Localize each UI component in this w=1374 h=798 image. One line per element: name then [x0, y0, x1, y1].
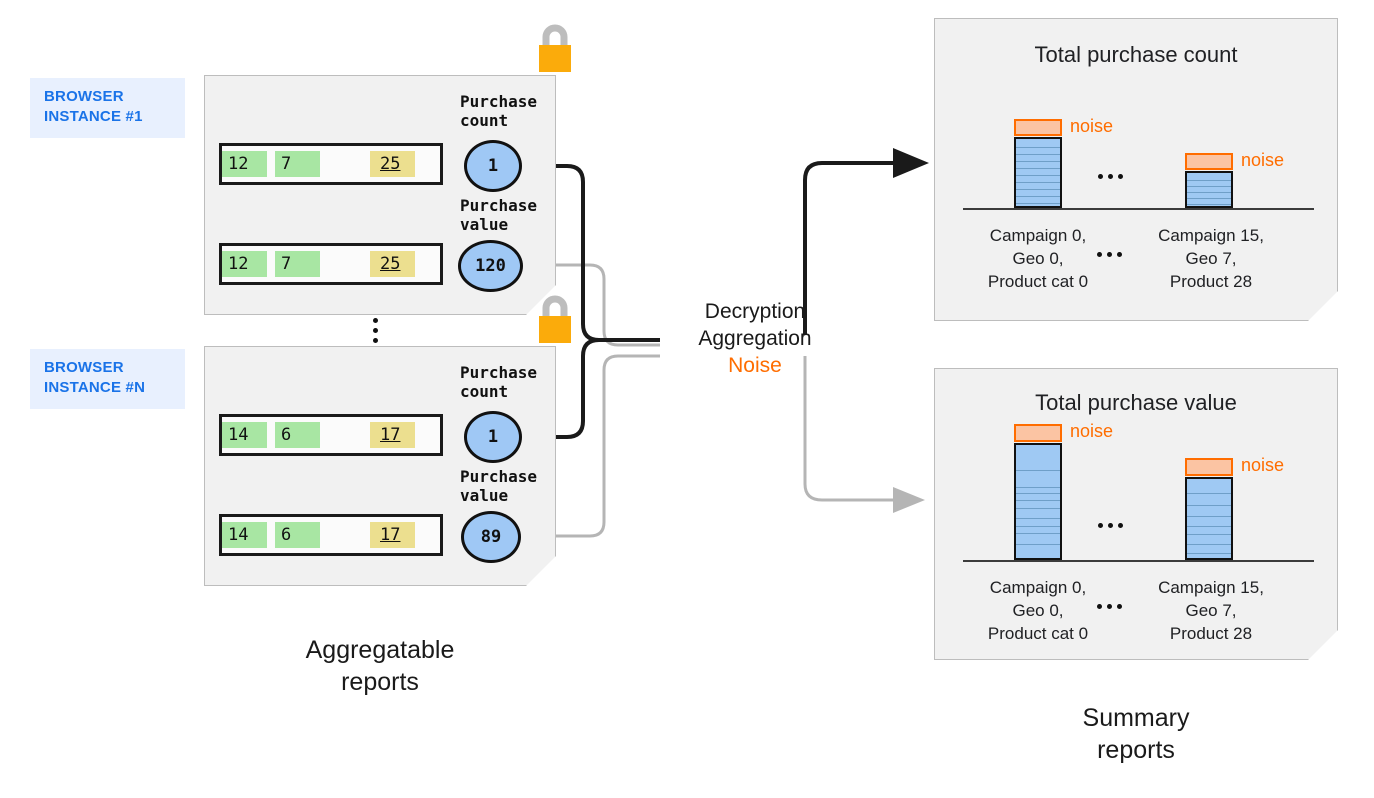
bar-value-1: [1185, 477, 1233, 560]
report-row: 14 6 17: [219, 414, 443, 456]
summary-panel-purchase-count: [934, 18, 1338, 321]
noise-bar-value-0: [1014, 424, 1062, 442]
report-row: 14 6 17: [219, 514, 443, 556]
report-cell-gap-b: [320, 522, 370, 548]
report-row: 12 7 25: [219, 243, 443, 285]
report-cell-campaign: 14: [222, 422, 267, 448]
report-cell-value: 17: [370, 522, 415, 548]
report-cell-geo: 7: [275, 251, 320, 277]
noise-label-count-1: noise: [1241, 150, 1285, 170]
chart-ellipsis-count-labels: [1097, 252, 1122, 257]
noise-bar-count-1: [1185, 153, 1233, 170]
chart-axis-value: [963, 560, 1314, 562]
decryption-label: Decryption: [704, 300, 806, 323]
chart-ellipsis-count-bars: [1098, 174, 1123, 179]
report-cell-geo: 7: [275, 151, 320, 177]
noise-label-value-0: noise: [1070, 421, 1114, 441]
report-cell-value: 25: [370, 151, 415, 177]
noise-bar-count-0: [1014, 119, 1062, 136]
report-cell-gap-a: [267, 522, 275, 548]
report-cell-value: 17: [370, 422, 415, 448]
report-cell-gap-b: [320, 151, 370, 177]
output-arrow-value-head: [893, 487, 925, 513]
metric-bubble-purchase-count: 1: [464, 411, 522, 463]
chart-category-label-count-0: Campaign 0, Geo 0, Product cat 0: [987, 226, 1089, 291]
caption-summary-reports: Summary reports: [1082, 704, 1190, 764]
decryption-aggregation-noise-label: Decryption Aggregation Noise: [660, 298, 850, 379]
output-arrow-value-line: [803, 356, 895, 502]
chart-category-label-value-0: Campaign 0, Geo 0, Product cat 0: [987, 578, 1089, 643]
noise-label-count-0: noise: [1070, 116, 1114, 136]
value-connector-instance-n: [516, 354, 660, 538]
report-cell-gap-a: [267, 251, 275, 277]
metric-label-purchase-count: Purchase count: [460, 363, 538, 401]
metric-label-purchase-count: Purchase count: [460, 92, 538, 130]
metric-bubble-purchase-count: 1: [464, 140, 522, 192]
report-cell-campaign: 12: [222, 151, 267, 177]
metric-bubble-purchase-value: 120: [458, 240, 523, 292]
noise-bar-value-1: [1185, 458, 1233, 476]
output-arrow-count-head: [893, 148, 929, 178]
chart-category-label-value-1: Campaign 15, Geo 7, Product 28: [1158, 578, 1264, 643]
report-cell-campaign: 14: [222, 522, 267, 548]
chart-category-label-count-1: Campaign 15, Geo 7, Product 28: [1158, 226, 1264, 291]
summary-panel-purchase-value: [934, 368, 1338, 660]
value-connector-instance-1: [523, 263, 660, 347]
instances-ellipsis: [373, 318, 378, 343]
browser-instance-n-chip: BROWSER INSTANCE #N: [30, 349, 185, 409]
noise-label-value-1: noise: [1241, 455, 1285, 475]
count-connector-instance-n: [523, 338, 660, 439]
metric-label-purchase-value: Purchase value: [460, 467, 538, 505]
lock-icon: [539, 295, 571, 343]
bar-count-1: [1185, 171, 1233, 208]
chart-title-purchase-count: Total purchase count: [1034, 42, 1238, 67]
output-arrow-count-line: [803, 161, 895, 335]
report-cell-gap-a: [267, 422, 275, 448]
chart-ellipsis-value-bars: [1098, 523, 1123, 528]
bar-value-0: [1014, 443, 1062, 560]
report-cell-gap-a: [267, 151, 275, 177]
noise-label: Noise: [728, 354, 782, 377]
metric-bubble-purchase-value: 89: [461, 511, 521, 563]
report-cell-campaign: 12: [222, 251, 267, 277]
report-row: 12 7 25: [219, 143, 443, 185]
chart-axis-count: [963, 208, 1314, 210]
report-cell-gap-b: [320, 422, 370, 448]
chart-ellipsis-value-labels: [1097, 604, 1122, 609]
report-cell-geo: 6: [275, 422, 320, 448]
report-cell-value: 25: [370, 251, 415, 277]
lock-icon: [539, 24, 571, 72]
bar-count-0: [1014, 137, 1062, 208]
aggregation-label: Aggregation: [698, 327, 812, 350]
chart-title-purchase-value: Total purchase value: [1035, 390, 1237, 415]
report-cell-gap-b: [320, 251, 370, 277]
caption-aggregatable-reports: Aggregatable reports: [305, 636, 455, 696]
report-cell-geo: 6: [275, 522, 320, 548]
metric-label-purchase-value: Purchase value: [460, 196, 538, 234]
browser-instance-1-chip: BROWSER INSTANCE #1: [30, 78, 185, 138]
